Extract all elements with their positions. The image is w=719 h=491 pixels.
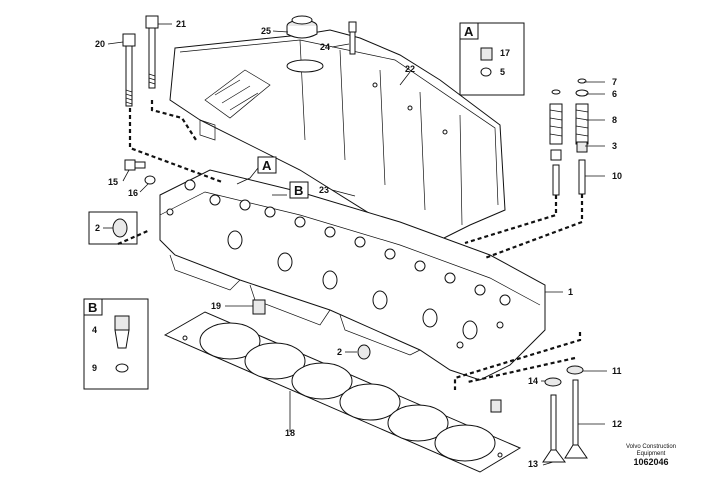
oil-filler-cap [286,15,318,39]
callout-15: 15 [108,177,118,187]
inset-a-label: A [464,24,474,39]
callout-9: 9 [92,363,97,373]
inset-b-label: B [88,300,97,315]
valve-12 [564,379,588,459]
head-callout-a: A [257,156,277,174]
dowel-19 [252,299,266,315]
callout-17: 17 [500,48,510,58]
callout-19: 19 [211,301,221,311]
callout-2-lower: 2 [337,347,342,357]
callout-22: 22 [405,64,415,74]
callout-numbers: 1 2 2 3 4 5 6 7 8 9 10 11 12 13 14 15 16… [92,19,622,469]
alignment-lines [117,100,584,390]
inset-a: A [459,22,525,96]
callout-11: 11 [612,366,622,376]
callout-10: 10 [612,171,622,181]
head-callout-b: B [289,181,309,199]
callout-2-upper: 2 [95,223,100,233]
callout-1: 1 [568,287,573,297]
callout-14: 14 [528,376,538,386]
footer-division: Equipment [637,451,666,457]
long-bolt-20 [122,33,136,107]
callout-21: 21 [176,19,186,29]
callout-25: 25 [261,26,271,36]
diagram-number: 1062046 [633,457,668,467]
leader-lines [103,23,607,466]
callout-24: 24 [320,42,330,52]
valve-spring-right [575,78,589,195]
valve-spring-left [549,89,563,196]
callout-6: 6 [612,89,617,99]
callout-3: 3 [612,141,617,151]
valve-cover [169,29,506,246]
head-callout-a-label: A [262,158,272,173]
seal-14 [544,377,562,387]
callout-16: 16 [128,188,138,198]
plug-lower [357,344,371,360]
callout-4: 4 [92,325,97,335]
callout-20: 20 [95,39,105,49]
callout-12: 12 [612,419,622,429]
long-bolt-21 [145,15,159,89]
washer-16 [144,175,156,185]
gasket-dowel [490,399,502,413]
head-gasket [163,311,522,473]
callout-13: 13 [528,459,538,469]
footer-company: Volvo Construction [626,444,676,450]
seal-11 [566,365,584,375]
callout-7: 7 [612,77,617,87]
callout-18: 18 [285,428,295,438]
footer-stamp: Volvo Construction Equipment 1062046 [626,444,676,467]
callout-5: 5 [500,67,505,77]
inset-b: B [83,298,149,390]
cylinder-head [159,169,546,381]
plug-box [88,211,138,245]
banjo-bolt-15 [124,159,146,171]
valve-13 [542,394,566,463]
callout-8: 8 [612,115,617,125]
head-callout-b-label: B [294,183,303,198]
callout-23: 23 [319,185,329,195]
cover-stud [348,21,357,55]
